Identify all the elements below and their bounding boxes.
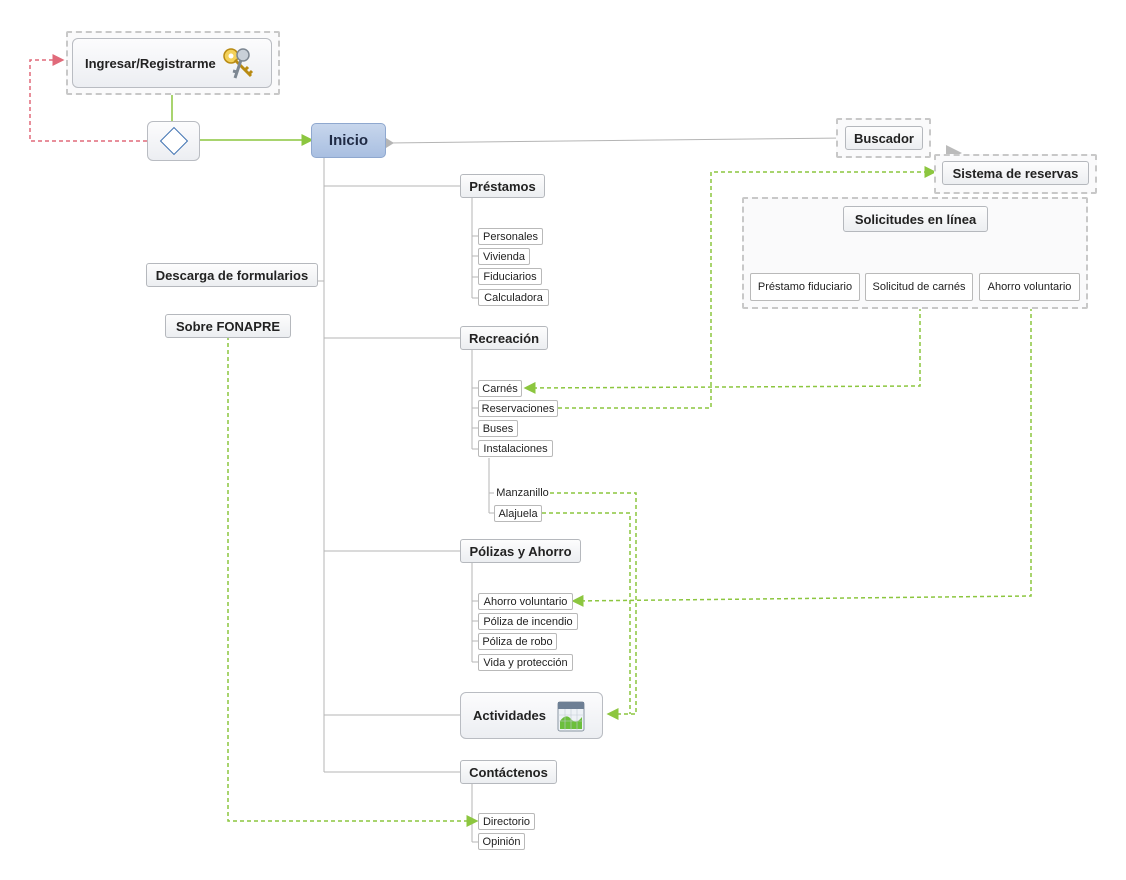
- actividades-label: Actividades: [473, 708, 546, 723]
- calculadora-node[interactable]: Calculadora: [478, 289, 549, 306]
- polizas-node[interactable]: Pólizas y Ahorro: [460, 539, 581, 563]
- poliza-incendio-node[interactable]: Póliza de incendio: [478, 613, 578, 630]
- root-pointer: [386, 138, 394, 148]
- opinion-node[interactable]: Opinión: [478, 833, 525, 850]
- login-label: Ingresar/Registrarme: [85, 55, 216, 71]
- vivienda-node[interactable]: Vivienda: [478, 248, 530, 265]
- fiduciarios-node[interactable]: Fiduciarios: [478, 268, 542, 285]
- ahorro-voluntario-node[interactable]: Ahorro voluntario: [478, 593, 573, 610]
- sobre-node[interactable]: Sobre FONAPRE: [165, 314, 291, 338]
- calendar-icon: [556, 699, 586, 733]
- personales-node[interactable]: Personales: [478, 228, 543, 245]
- manzanillo-node[interactable]: Manzanillo: [496, 487, 549, 499]
- root-label: Inicio: [328, 132, 369, 149]
- relationships: [222, 166, 1037, 827]
- buses-node[interactable]: Buses: [478, 420, 518, 437]
- prestamo-fiduciario-node[interactable]: Préstamo fiduciario: [750, 273, 860, 301]
- solicitud-carnes-node[interactable]: Solicitud de carnés: [865, 273, 973, 301]
- directorio-node[interactable]: Directorio: [478, 813, 535, 830]
- carnes-node[interactable]: Carnés: [478, 380, 522, 397]
- diamond-icon: [159, 126, 188, 156]
- poliza-robo-node[interactable]: Póliza de robo: [478, 633, 557, 650]
- solicitudes-node[interactable]: Solicitudes en línea: [843, 206, 988, 232]
- ahorro-voluntario-online-node[interactable]: Ahorro voluntario: [979, 273, 1080, 301]
- instalaciones-node[interactable]: Instalaciones: [478, 440, 553, 457]
- login-loop: [29, 54, 147, 142]
- decision-node[interactable]: [147, 121, 200, 161]
- reservaciones-node[interactable]: Reservaciones: [478, 400, 558, 417]
- reservas-node[interactable]: Sistema de reservas: [942, 161, 1089, 185]
- buscador-node[interactable]: Buscador: [845, 126, 923, 150]
- actividades-node[interactable]: Actividades: [460, 692, 603, 739]
- contactenos-node[interactable]: Contáctenos: [460, 760, 557, 784]
- descarga-node[interactable]: Descarga de formularios: [146, 263, 318, 287]
- vida-proteccion-node[interactable]: Vida y protección: [478, 654, 573, 671]
- prestamos-node[interactable]: Préstamos: [460, 174, 545, 198]
- keys-icon: [221, 46, 257, 82]
- alajuela-node[interactable]: Alajuela: [494, 505, 542, 522]
- login-node[interactable]: Ingresar/Registrarme: [72, 38, 272, 88]
- flow-solid: [171, 94, 314, 146]
- recreacion-node[interactable]: Recreación: [460, 326, 548, 350]
- root-node[interactable]: Inicio: [311, 123, 386, 158]
